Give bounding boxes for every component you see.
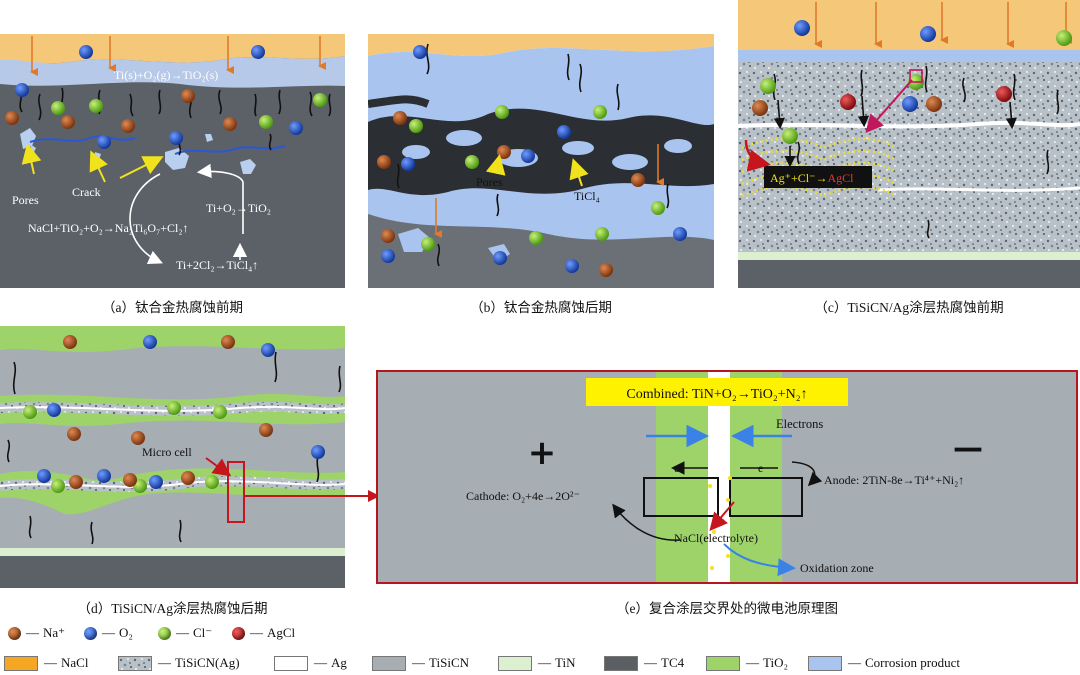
anode-minus-sign: — xyxy=(953,431,983,466)
panel-c: Ag⁺+Cl⁻→AgCl xyxy=(738,0,1080,288)
electrolyte-label: NaCl(electrolyte) xyxy=(674,531,758,545)
eq-nacl-reaction: NaCl+TiO₂+O₂→Na₂Ti₆O₇+Cl₂↑ xyxy=(28,221,189,235)
legend-item-tio2: —TiO₂ xyxy=(706,652,788,674)
anode-equation: Anode: 2TiN-8e→Ti⁴⁺+Ni₂↑ xyxy=(824,473,964,487)
chloride-ion-icon xyxy=(158,626,171,640)
eq-ticl4: Ti+2Cl₂→TiCl₄↑ xyxy=(176,258,258,272)
reaction-prefix: Ag⁺+Cl⁻→ xyxy=(770,171,827,185)
crack-label: Crack xyxy=(72,185,101,199)
eq-ti-oxidation: Ti(s)+O₂(g)→TiO₂(s) xyxy=(114,68,218,82)
connector-arrow xyxy=(244,490,380,502)
pores-label: Pores xyxy=(12,193,39,207)
ticl4-label: TiCl₄ xyxy=(574,189,600,203)
legend-item-tin: —TiN xyxy=(498,652,575,674)
legend-materials: —NaCl —TiSiCN(Ag) —Ag —TiSiCN —TiN —TC4 … xyxy=(0,652,1080,674)
pores-label: Pores xyxy=(476,175,503,189)
cathode-plus-sign: + xyxy=(528,433,557,473)
caption-a: （a）钛合金热腐蚀前期 xyxy=(102,300,243,315)
legend-item-cl: —Cl⁻ xyxy=(158,622,212,644)
legend-item-ag: —Ag xyxy=(274,652,347,674)
oxidation-zone-label: Oxidation zone xyxy=(800,561,874,575)
caption-d: （d）TiSiCN/Ag涂层热腐蚀后期 xyxy=(77,601,268,616)
oxygen-icon xyxy=(84,626,97,640)
legend-item-nacl: —NaCl xyxy=(4,652,88,674)
sodium-ion-icon xyxy=(8,626,21,640)
caption-b: （b）钛合金热腐蚀后期 xyxy=(470,300,612,315)
combined-equation: Combined: TiN+O₂→TiO₂+N₂↑ xyxy=(626,387,807,402)
silver-chloride-icon xyxy=(232,626,245,640)
legend-item-corrosion-product: —Corrosion product xyxy=(808,652,960,674)
legend-item-na: —Na⁺ xyxy=(8,622,65,644)
legend-ions: —Na⁺ —O₂ —Cl⁻ —AgCl xyxy=(0,622,1080,644)
caption-c: （c）TiSiCN/Ag涂层热腐蚀前期 xyxy=(814,300,1004,315)
cathode-equation: Cathode: O₂+4e→2O²⁻ xyxy=(466,489,580,503)
ions xyxy=(5,45,327,149)
legend-item-tisicn: —TiSiCN xyxy=(372,652,469,674)
legend-item-o2: —O₂ xyxy=(84,622,133,644)
panel-e: Combined: TiN+O₂→TiO₂+N₂↑ + — Electrons … xyxy=(376,370,1078,584)
legend-item-tisicn-ag: —TiSiCN(Ag) xyxy=(118,652,240,674)
electrons-label: Electrons xyxy=(776,417,823,431)
micro-cell-label: Micro cell xyxy=(142,445,192,459)
panel-b: Pores TiCl₄ xyxy=(368,34,714,288)
caption-e: （e）复合涂层交界处的微电池原理图 xyxy=(616,601,838,616)
ag-cl-reaction: Ag⁺+Cl⁻→AgCl xyxy=(770,171,854,185)
panel-a: Ti(s)+O₂(g)→TiO₂(s) Pores Crack Ti+O₂→Ti… xyxy=(0,34,345,288)
legend-item-tc4: —TC4 xyxy=(604,652,684,674)
panel-d: Micro cell xyxy=(0,326,345,588)
legend-item-agcl: —AgCl xyxy=(232,622,295,644)
eq-ti-o2: Ti+O₂→TiO₂ xyxy=(206,201,271,215)
reaction-product: AgCl xyxy=(827,171,854,185)
